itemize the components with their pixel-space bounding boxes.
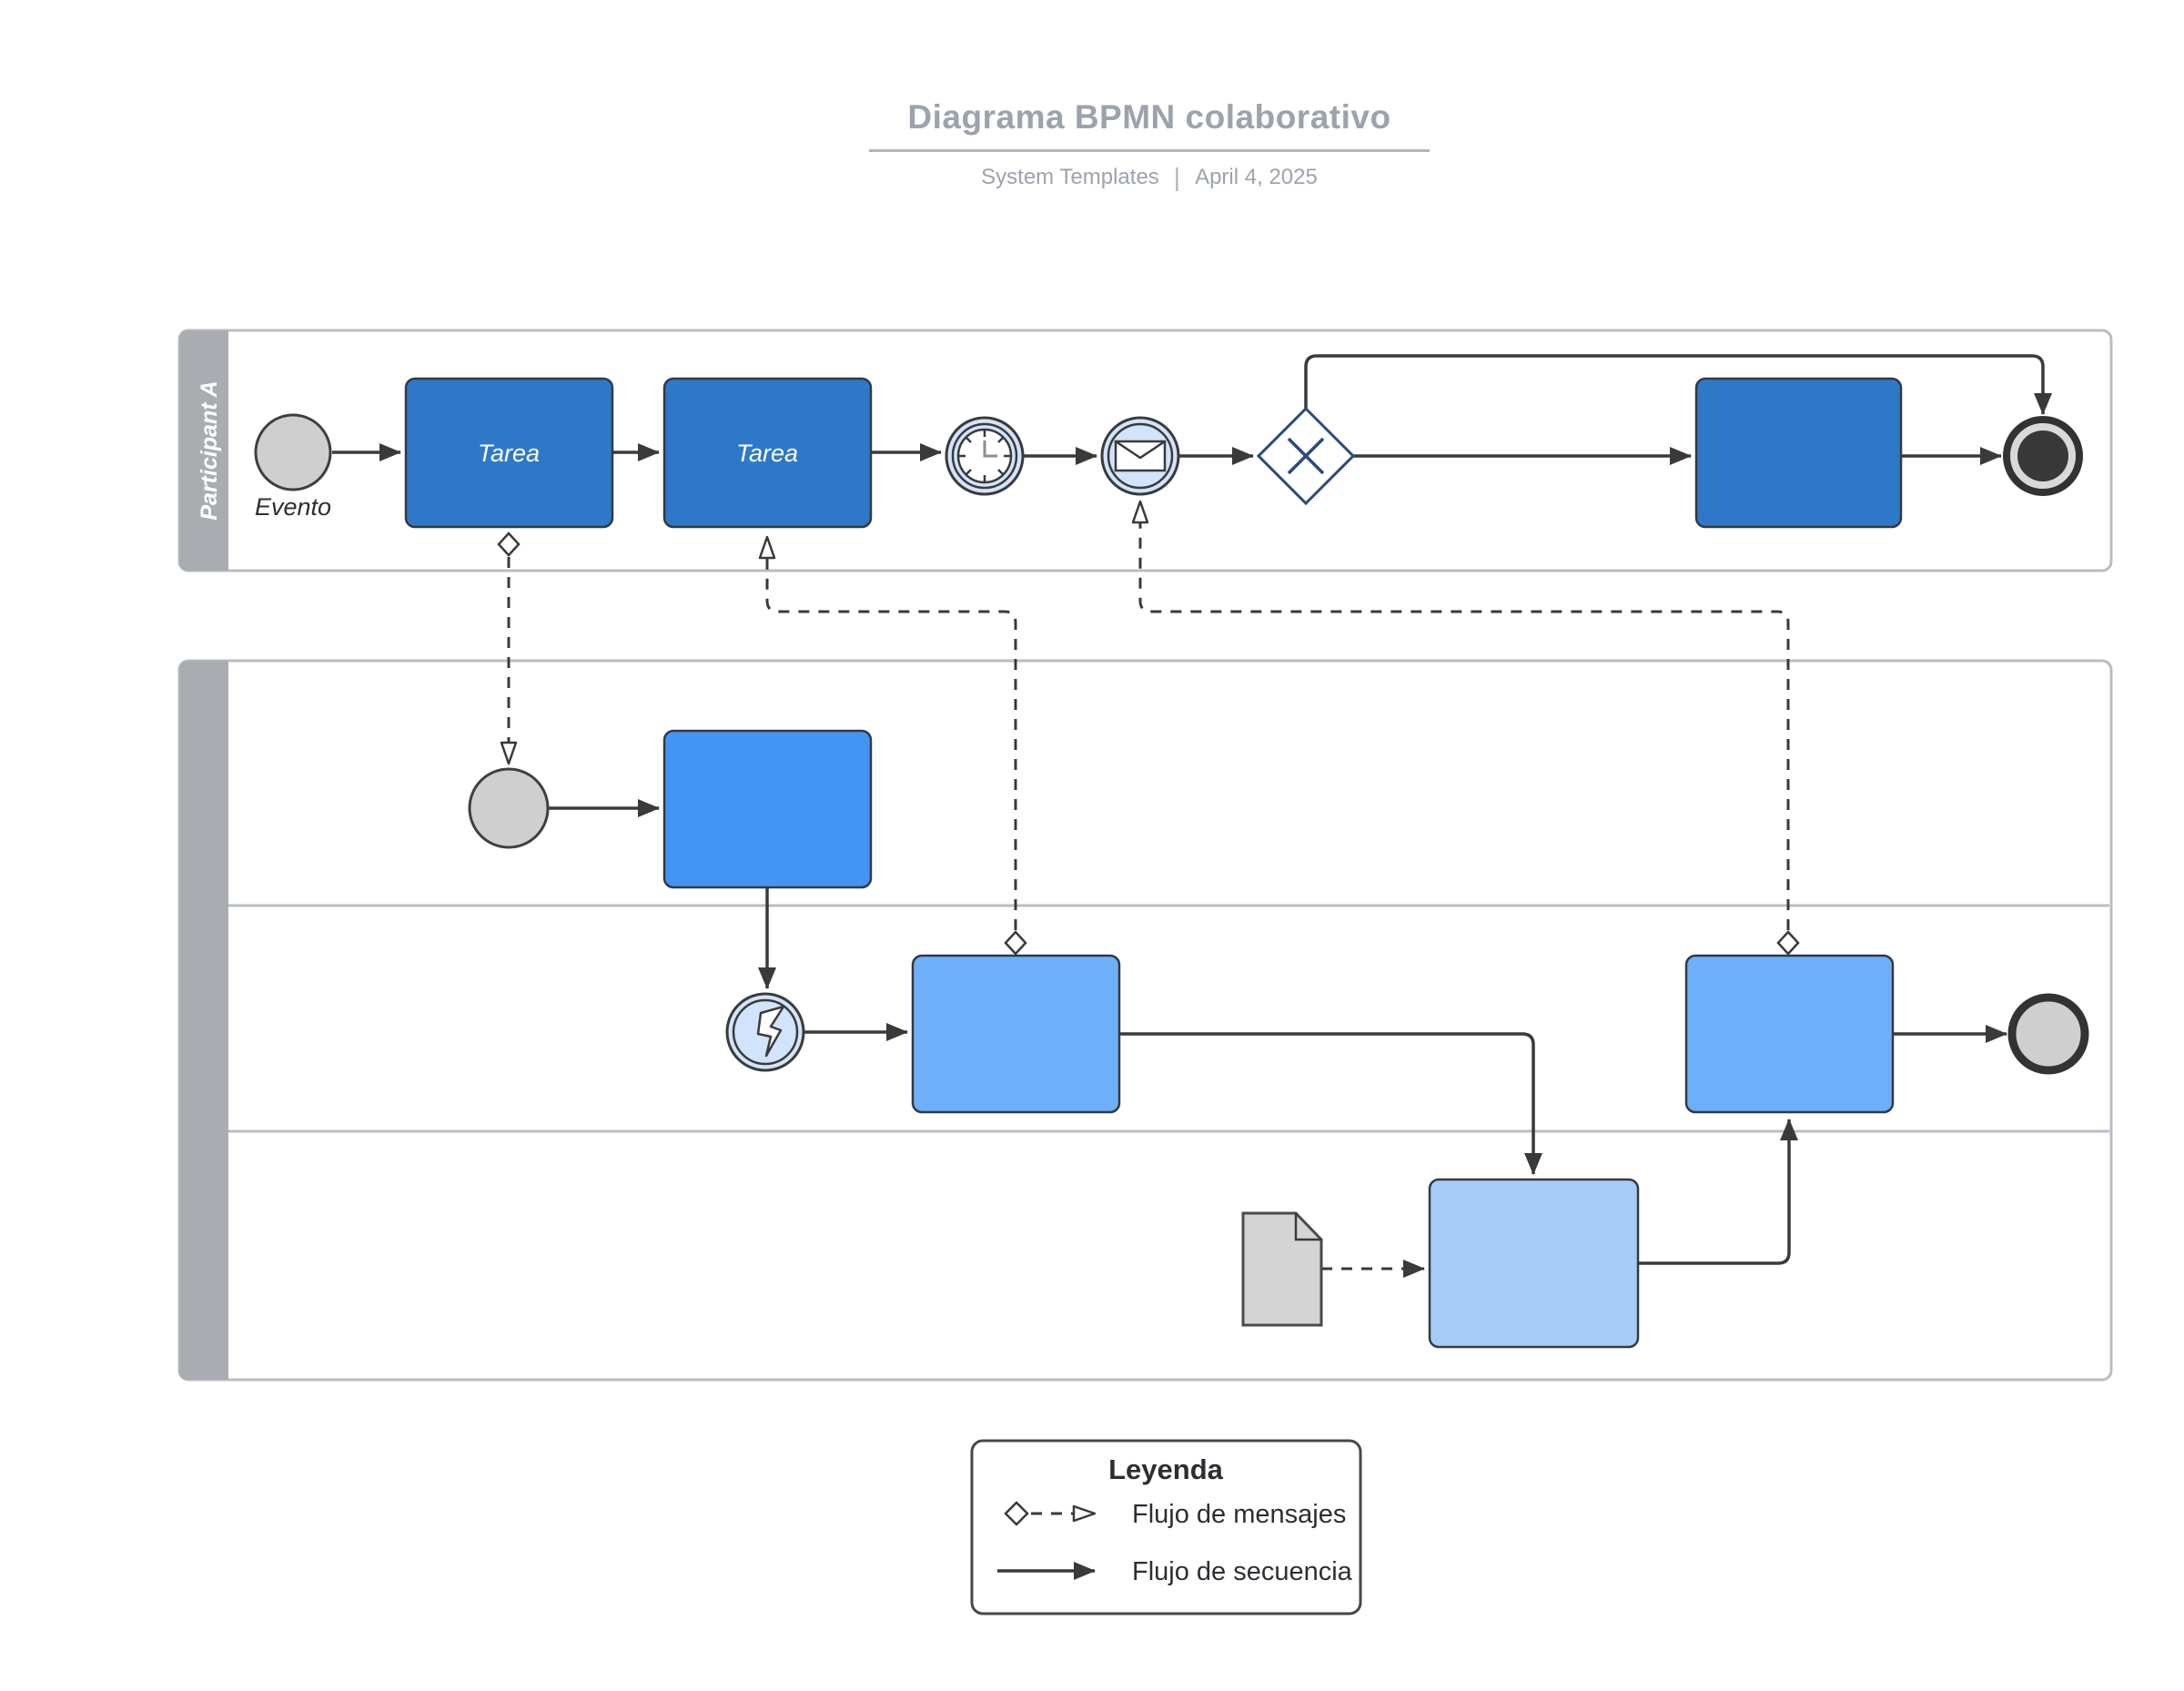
page-title: Diagrama BPMN colaborativo (907, 98, 1391, 136)
document-artifact (1241, 1211, 1323, 1327)
start-event-evento: Evento (254, 413, 332, 521)
title-underline (869, 149, 1430, 152)
lane2-task-2-shape (1684, 954, 1895, 1114)
terminate-end-event (2003, 416, 2083, 496)
message-flow-lane2-task1-to-task2 (758, 535, 1017, 930)
lane1-start-circle (468, 767, 550, 849)
legend-message-label: Flujo de mensajes (1132, 1500, 1346, 1529)
message-flows (497, 500, 1800, 1278)
lane2-task-1-shape (911, 954, 1121, 1114)
pool-a-header-bar (179, 330, 228, 571)
message-source-diamond-task1 (497, 532, 521, 557)
task-tarea-1-shape (404, 377, 614, 529)
message-event-inner-ring (1107, 422, 1174, 490)
message-source-diamond-lane2-task2 (1776, 930, 1800, 956)
message-intermediate-event (1100, 416, 1180, 496)
legend-message-diamond (1004, 1501, 1029, 1526)
lightning-event-inner-ring (732, 998, 799, 1066)
subtitle: System Templates | April 4, 2025 (981, 163, 1318, 192)
flow-lane3-task-to-lane2-task2 (1638, 1119, 1798, 1265)
document-fold (1294, 1213, 1321, 1241)
lane2-end-event (2007, 993, 2089, 1075)
gateway-x-icon (1287, 437, 1325, 475)
pool-a-label: Participant A (197, 380, 222, 520)
task-tarea-2: Tarea (662, 377, 873, 529)
lane1-task (662, 729, 873, 889)
subtitle-separator: | (1173, 163, 1181, 191)
envelope-icon (1114, 440, 1167, 472)
legend-sequence-label: Flujo de secuencia (1132, 1557, 1353, 1586)
legend-title: Leyenda (1108, 1453, 1224, 1485)
lane3-task (1428, 1178, 1640, 1349)
lightning-bolt-icon (756, 1005, 785, 1058)
exclusive-gateway (1256, 406, 1356, 506)
task-pool-a-3 (1694, 377, 1903, 529)
lane2-task-1 (911, 954, 1121, 1114)
author-text: System Templates (981, 165, 1159, 189)
lane1-task-shape (662, 729, 873, 889)
timer-intermediate-event (945, 416, 1025, 496)
start-event-label: Evento (255, 493, 331, 521)
task-tarea-1-label: Tarea (478, 440, 540, 467)
lane3-task-shape (1428, 1178, 1640, 1349)
legend: Leyenda Flujo de mensajes Flujo de secue… (970, 1439, 1362, 1615)
document-icon (1241, 1211, 1323, 1327)
start-event-circle (254, 413, 332, 491)
lane2-task-2 (1684, 954, 1895, 1114)
date-text: April 4, 2025 (1195, 165, 1318, 189)
message-flow-lane2-task2-to-message-event (1131, 500, 1790, 930)
task-tarea-1: Tarea (404, 377, 614, 529)
message-source-diamond-lane2-task1 (1004, 930, 1027, 956)
lane2-end-circle (2007, 993, 2089, 1075)
end-event-core (2017, 430, 2068, 481)
lane1-start-event (468, 767, 550, 849)
lightning-intermediate-event (725, 992, 805, 1072)
timer-event-inner-ring (951, 422, 1018, 490)
task-tarea-2-shape (662, 377, 873, 529)
task-tarea-2-label: Tarea (736, 440, 798, 467)
document-header: Diagrama BPMN colaborativo System Templa… (869, 98, 1430, 192)
flow-gateway-skip-to-end (1304, 354, 2052, 415)
task-pool-a-3-shape (1694, 377, 1903, 529)
clock-icon (956, 428, 1013, 484)
pool-b-header-bar (179, 661, 228, 1380)
sequence-flows (332, 354, 2052, 1265)
flow-lane2-task1-to-lane3-task (1119, 1032, 1542, 1175)
